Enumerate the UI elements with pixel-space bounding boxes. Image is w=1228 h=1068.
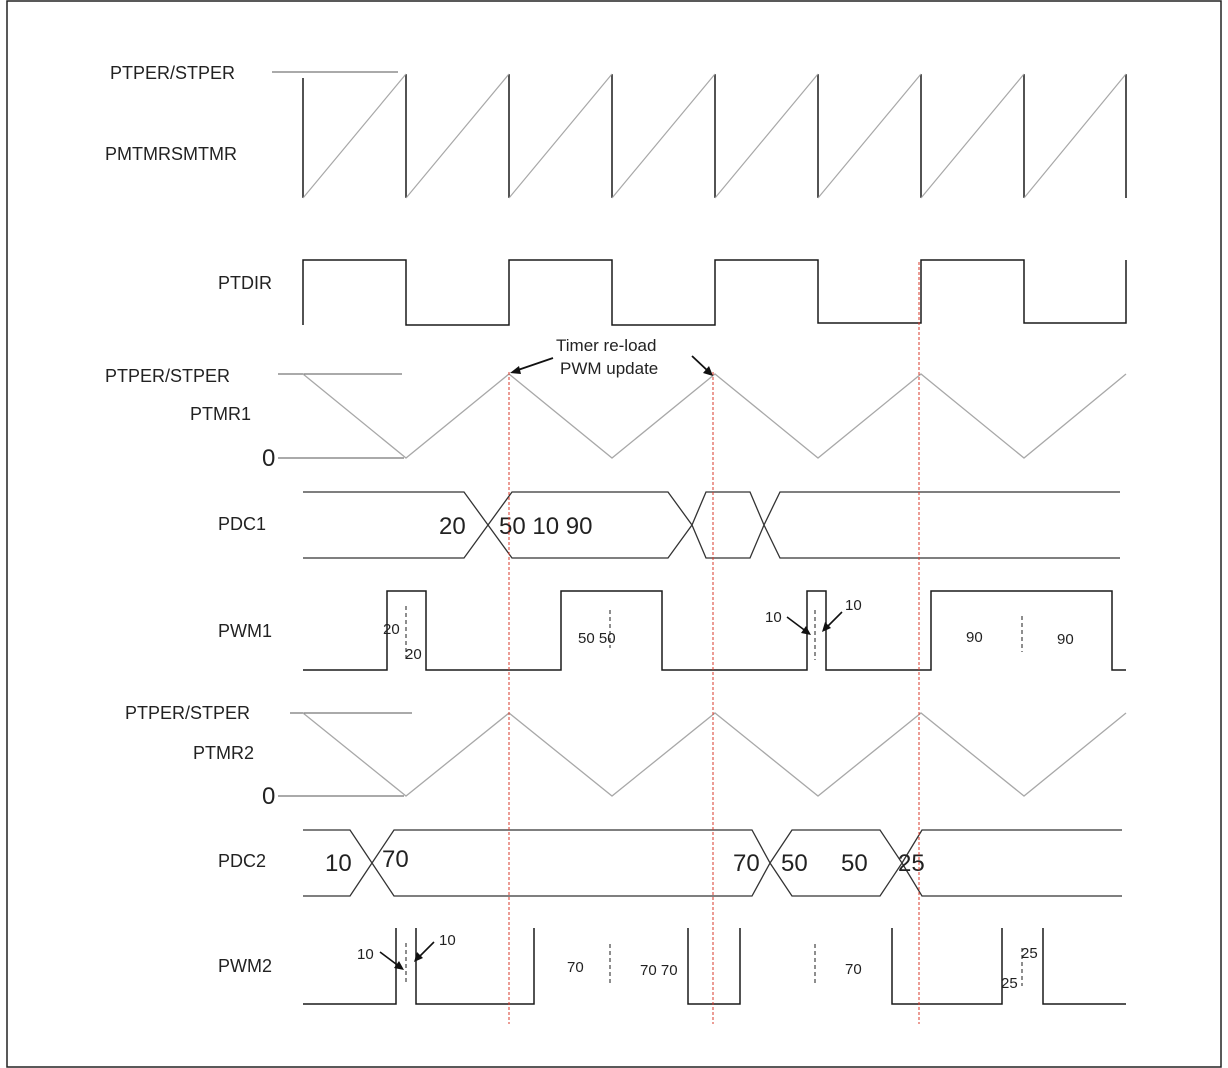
reload-guide-lines: [508, 262, 920, 1024]
label-zero-2: 0: [262, 783, 275, 810]
pdc2-value-10: 10: [325, 850, 352, 877]
label-ptdir: PTDIR: [218, 273, 272, 293]
pwm2-arrow-right: [414, 941, 435, 962]
label-ptmr1: PTMR1: [190, 404, 251, 424]
pwm1-mark-d: 10: [765, 609, 782, 626]
pdc2-value-50a: 50: [781, 850, 808, 877]
pwm2-center-ticks: [405, 943, 1023, 986]
pwm1-arrow-left: [786, 616, 811, 635]
pdc2-value-25: 25: [898, 850, 925, 877]
pwm1-waveform: [303, 590, 1126, 671]
pwm1-mark-e: 10: [845, 597, 862, 614]
pwm2-mark-d: 70 70: [640, 962, 678, 979]
annotation-timer-reload: Timer re-load: [556, 336, 656, 355]
pdc2-value-50b: 50: [841, 850, 868, 877]
pwm2-mark-a: 10: [357, 946, 374, 963]
pmtmr-sawtooth: [302, 73, 1127, 199]
pdc2-value-70a: 70: [382, 846, 409, 873]
ptmr1-triangle: [302, 373, 1127, 459]
pwm2-mark-b: 10: [439, 932, 456, 949]
pdc2-bus: [303, 829, 1122, 897]
label-zero-1: 0: [262, 445, 275, 472]
pwm1-mark-f: 90: [966, 629, 983, 646]
pwm2-waveform: [303, 928, 1126, 1005]
pwm1-mark-c: 50 50: [578, 630, 616, 647]
pwm1-mark-a: 20: [383, 621, 400, 638]
label-ptper-mid: PTPER/STPER: [105, 366, 230, 386]
label-pmtmr: PMTMRSMTMR: [105, 144, 237, 164]
pdc1-value-20: 20: [439, 513, 466, 540]
label-ptper-low: PTPER/STPER: [125, 703, 250, 723]
ptdir-waveform: [302, 259, 1127, 326]
pdc2-value-70b: 70: [733, 850, 760, 877]
sawtooth-verticals: [302, 74, 1127, 198]
pdc1-bus: [303, 491, 1120, 559]
label-pwm2: PWM2: [218, 956, 272, 976]
pwm1-arrow-right: [822, 611, 843, 632]
pwm2-mark-g: 25: [1001, 975, 1018, 992]
label-pwm1: PWM1: [218, 621, 272, 641]
label-ptmr2: PTMR2: [193, 743, 254, 763]
label-pdc2: PDC2: [218, 851, 266, 871]
annotation-pwm-update: PWM update: [560, 359, 658, 378]
pwm2-arrow-left: [379, 951, 404, 970]
pdc1-value-50-10-90: 50 10 90: [499, 513, 592, 540]
pwm2-mark-e: 70: [845, 961, 862, 978]
sawtooth-ramps: [302, 73, 1127, 199]
pwm1-mark-b: 20: [405, 646, 422, 663]
annotation-arrow-right: [691, 355, 713, 376]
label-pdc1: PDC1: [218, 514, 266, 534]
annotation-arrow-left: [510, 357, 554, 374]
ptmr2-triangle: [302, 712, 1127, 797]
label-ptper-top: PTPER/STPER: [110, 63, 235, 83]
pwm1-mark-g: 90: [1057, 631, 1074, 648]
pwm2-mark-f: 25: [1021, 945, 1038, 962]
pwm1-center-ticks: [405, 606, 1023, 662]
pwm2-mark-c: 70: [567, 959, 584, 976]
diagram-border: [6, 0, 1222, 1068]
